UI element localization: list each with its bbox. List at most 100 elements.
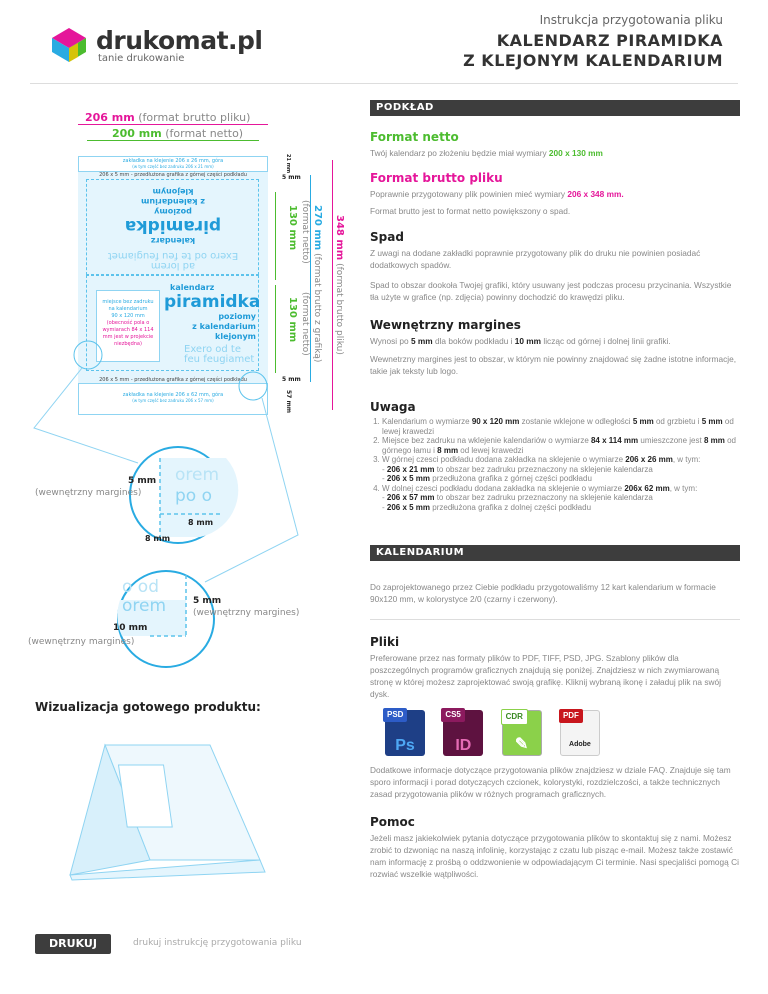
ext-bottom-label: 206 x 5 mm - przedłużona grafika z górne… (99, 377, 247, 383)
print-button[interactable]: DRUKUJ (35, 934, 111, 954)
text: od grzbietu i (653, 417, 702, 426)
value: 206x 62 mm (624, 483, 670, 493)
dim-348-note: (format brutto pliku) (334, 263, 344, 355)
zoom2-bg-text: orem (122, 596, 167, 616)
top-tab-note: (w tym część bez zadruku 206 x 21 mm) (132, 164, 214, 169)
logo-icon (52, 28, 86, 62)
dim-270: 270 mm (312, 205, 323, 251)
list-item: W dolnej czesci podkładu dodana zakładka… (382, 484, 740, 513)
logo-name: drukomat.pl (96, 26, 263, 55)
print-link[interactable]: drukuj instrukcję przygotowania pliku (133, 938, 302, 948)
netto-width-arrow (87, 140, 259, 141)
brutto-width-note: (format brutto pliku) (138, 111, 251, 124)
value: 5 mm (410, 336, 433, 346)
section-podklad: PODKŁAD (370, 100, 740, 116)
zoom2-v-note: (wewnętrzny margines) (28, 637, 135, 647)
zoom2-bg-text: o od (122, 577, 159, 597)
value: 84 x 114 mm (590, 436, 639, 445)
text: od lewej krawedzi (458, 445, 524, 455)
text: W dolnej czesci podkładu dodana zakładka… (382, 483, 625, 493)
zoom2-margin: 5 mm (193, 596, 222, 606)
margin-title: Wewnętrzny margines (370, 318, 521, 332)
dim-270-line (310, 175, 311, 382)
print-area: 206 x 5 mm - przedłużona grafika z górne… (78, 172, 268, 383)
text: od górnego łamu i (382, 436, 736, 455)
spad-text-2: Spad to obszar dookoła Twojej grafiki, k… (370, 280, 732, 302)
bottom-tab-note: (w tym część bez zadruku 206 x 57 mm) (132, 398, 214, 403)
text: od lewej krawedzi (382, 417, 734, 436)
header: Instrukcja przygotowania pliku KALENDARZ… (463, 13, 723, 71)
bottom-tab: zakładka na klejenie 206 x 62 mm, góra (… (78, 383, 268, 415)
ext-top-label: 206 x 5 mm - przedłużona grafika z górne… (99, 172, 247, 178)
zoom1-v: 8 mm (188, 518, 214, 527)
sample-text: kalendarz (170, 283, 215, 292)
logo-tagline: tanie drukowanie (98, 53, 185, 64)
text: - (382, 474, 387, 483)
kalendarium-column: KALENDARIUM Do zaprojektowanego przez Ci… (370, 545, 740, 889)
dim-130-line (275, 285, 276, 373)
zoom1-bg-text: po o (175, 486, 212, 506)
text: Kalendarium o wymiarze (382, 417, 472, 426)
text: umieszczone jest (638, 436, 704, 445)
template-diagram: 206 mm (format brutto pliku) 200 mm (for… (0, 0, 360, 930)
text: to obszar bez zadruku przeznaczony na sk… (434, 493, 653, 502)
list-item: Kalendarium o wymiarze 90 x 120 mm zosta… (382, 417, 740, 436)
margin-text: Wynosi po 5 mm dla boków podkładu i 10 m… (370, 335, 740, 347)
text: , w tym: (672, 455, 701, 464)
dim-netto-note: (format netto) (300, 200, 310, 264)
top-tab: zakładka na klejenie 206 x 26 mm, góra (… (78, 156, 268, 172)
brutto-block: Format brutto pliku Poprawnie przygotowa… (370, 172, 740, 226)
cdr-icon[interactable]: CDR✎ (500, 709, 542, 756)
divider (30, 83, 738, 84)
list-item: Miejsce bez zadruku na wklejenie kalenda… (382, 436, 740, 455)
text: , w tym: (669, 483, 698, 493)
value: 90 x 120 mm (471, 417, 520, 426)
zoom2-margin-note: (wewnętrzny margines) (193, 608, 300, 618)
top-half-margin (86, 179, 259, 275)
text: to obszar bez zadruku przeznaczony na sk… (434, 464, 653, 474)
zoom1-h: 8 mm (145, 534, 171, 543)
value: 206 x 5 mm (386, 502, 431, 512)
calendar-blank-area: miejsce bez zadruku na kalendarium 90 x … (96, 290, 160, 362)
dim-130-line (275, 192, 276, 280)
text: Poprawnie przygotowany plik powinien mie… (370, 189, 568, 199)
pomoc-text: Jeżeli masz jakiekolwiek pytania dotyczą… (370, 833, 739, 879)
text: Twój kalendarz po złożeniu będzie miał w… (370, 148, 549, 158)
text: dla boków podkładu i (432, 336, 515, 346)
list-item: W górnej czesci podkładu dodana zakładka… (382, 455, 740, 484)
value: 206 x 57 mm (386, 493, 435, 502)
dim-5-top: 5 mm (282, 174, 301, 181)
netto-text: Twój kalendarz po złożeniu będzie miał w… (370, 147, 740, 159)
dim-130-top: 130 mm (287, 205, 298, 251)
uwaga-block: Uwaga Kalendarium o wymiarze 90 x 120 mm… (370, 400, 740, 512)
kalendarium-text: Do zaprojektowanego przez Ciebie podkład… (370, 582, 716, 604)
uwaga-title: Uwaga (370, 400, 416, 414)
sample-text: piramidka (164, 292, 261, 312)
uwaga-list: Kalendarium o wymiarze 90 x 120 mm zosta… (370, 417, 740, 512)
icon-tag: CS5 (441, 708, 465, 722)
blank-label: miejsce bez zadruku na kalendarium (102, 299, 154, 312)
brutto-text: Poprawnie przygotowany plik powinien mie… (370, 188, 740, 200)
bottom-half-margin (86, 275, 259, 371)
blank-note: (obecność pola o wymiarach 84 x 114 mm j… (102, 320, 154, 347)
zoom1-margin: 5 mm (128, 476, 157, 486)
section-podklad-bar-wrap: PODKŁAD (370, 100, 740, 116)
icon-tag: CDR (500, 709, 528, 725)
value: 5 mm (632, 417, 654, 426)
brutto-title: Format brutto pliku (370, 171, 503, 185)
callout-lines (33, 340, 299, 668)
value: 206 x 5 mm (386, 474, 431, 483)
spad-text-1: Z uwagi na dodane zakładki poprawnie prz… (370, 248, 701, 270)
sample-upright: kalendarz piramidka poziomy z kalendariu… (164, 283, 261, 365)
dim-netto-note: (format netto) (300, 292, 310, 356)
netto-value: 200 x 130 mm (548, 148, 603, 158)
text: przedłużona grafika z dolnej części podk… (430, 502, 592, 512)
divider (370, 619, 740, 620)
text: - (382, 502, 387, 512)
brutto-width-value: 206 mm (85, 111, 135, 124)
icon-label: ID (455, 737, 472, 754)
text: Miejsce bez zadruku na wklejenie kalenda… (382, 436, 591, 445)
